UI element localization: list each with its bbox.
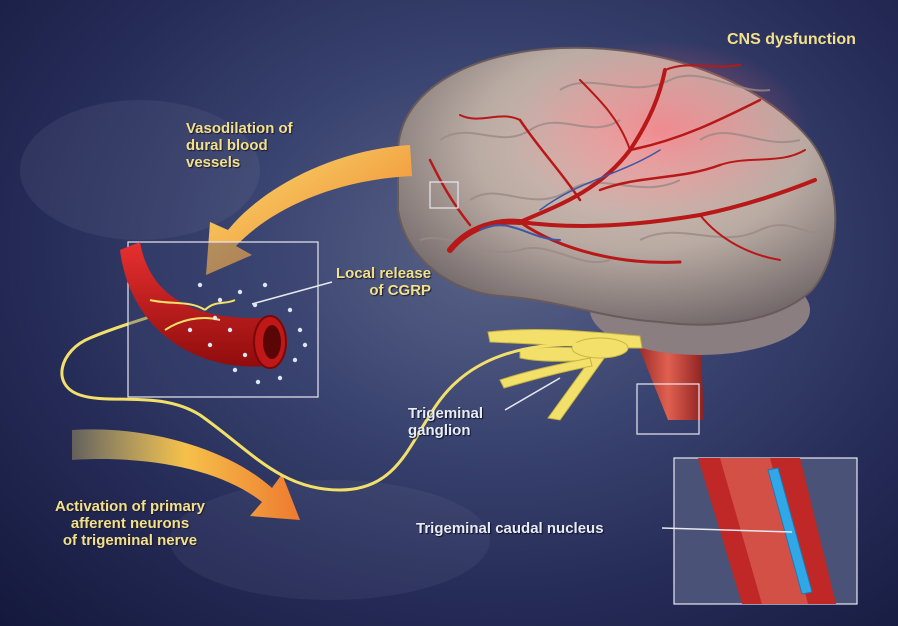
- brain: [398, 40, 835, 325]
- label-line: vessels: [186, 154, 293, 171]
- label-line: dural blood: [186, 137, 293, 154]
- label-line: Trigeminal: [408, 405, 483, 422]
- label-line: Vasodilation of: [186, 120, 293, 137]
- vessel-lumen: [263, 325, 281, 359]
- vasodilation-label: Vasodilation of dural blood vessels: [186, 120, 293, 171]
- label-line: afferent neurons: [30, 515, 230, 532]
- caudal-nucleus-label: Trigeminal caudal nucleus: [416, 520, 604, 537]
- label-line: of CGRP: [336, 282, 431, 299]
- label-line: ganglion: [408, 422, 483, 439]
- ganglion-label: Trigeminal ganglion: [408, 405, 483, 439]
- vessel-inset: [120, 242, 318, 397]
- activation-label: Activation of primary afferent neurons o…: [30, 498, 230, 549]
- cns-dysfunction-label: CNS dysfunction: [727, 31, 856, 48]
- label-line: of trigeminal nerve: [30, 532, 230, 549]
- cgrp-label: Local release of CGRP: [336, 265, 431, 299]
- label-line: Activation of primary: [30, 498, 230, 515]
- label-line: Local release: [336, 265, 431, 282]
